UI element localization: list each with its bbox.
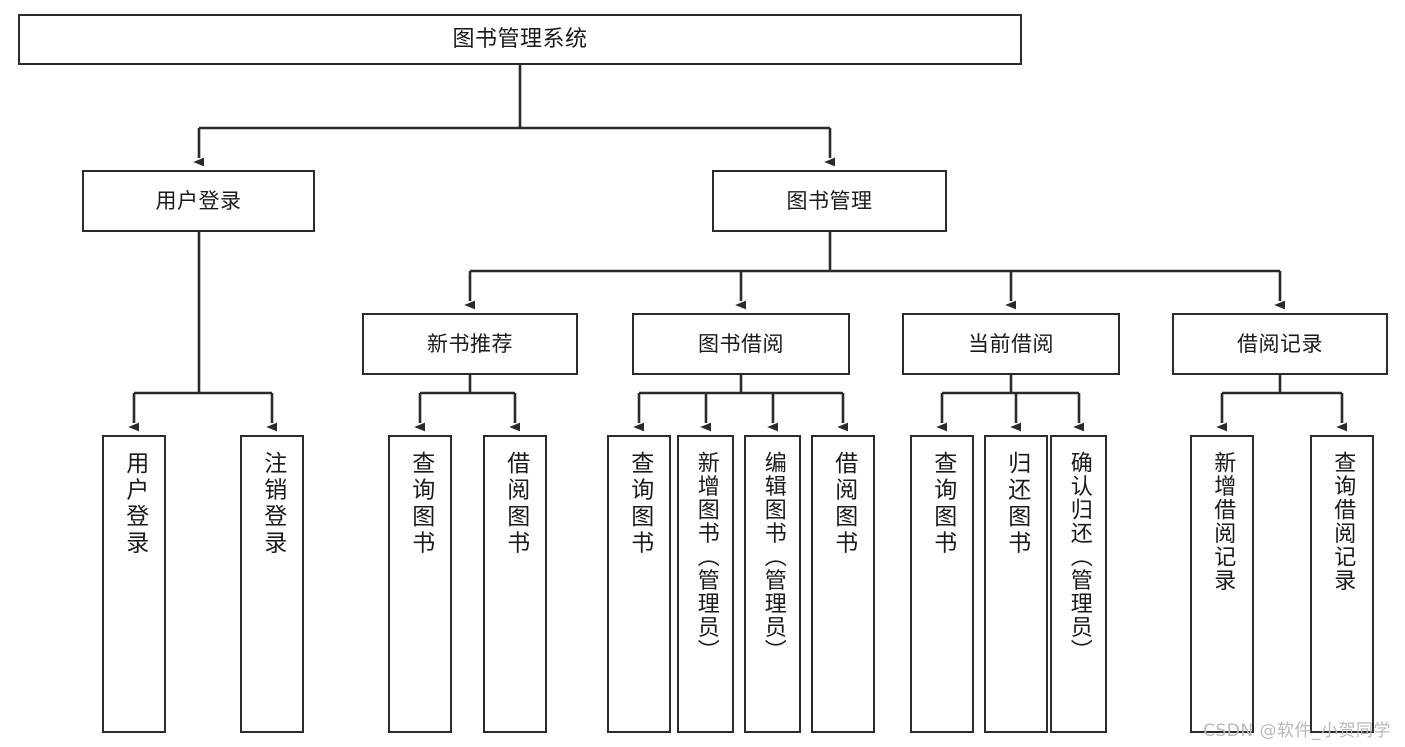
node-label: 查询图书: [929, 451, 956, 557]
node-leaf-logout[interactable]: 注销登录: [240, 435, 304, 733]
node-leaf-add-book[interactable]: 新增图书（管理员）: [677, 435, 734, 733]
node-label: 查询图书: [626, 451, 653, 557]
node-label: 图书借阅: [698, 331, 784, 356]
node-root[interactable]: 图书管理系统: [18, 14, 1022, 65]
csdn-watermark: CSDN @软件_小贺同学: [1203, 721, 1391, 741]
node-label: 归还图书: [1003, 451, 1030, 557]
node-current-borrow[interactable]: 当前借阅: [902, 313, 1120, 375]
node-borrow-record[interactable]: 借阅记录: [1172, 313, 1388, 375]
node-book-borrow[interactable]: 图书借阅: [632, 313, 850, 375]
node-label: 编辑图书（管理员）: [760, 451, 786, 663]
node-label: 用户登录: [121, 451, 148, 557]
node-label: 新书推荐: [427, 331, 513, 356]
node-book-manage[interactable]: 图书管理: [712, 170, 947, 232]
node-leaf-user-login[interactable]: 用户登录: [102, 435, 166, 733]
node-label: 新增图书（管理员）: [693, 451, 719, 663]
node-label: 查询图书: [407, 451, 434, 557]
node-label: 查询借阅记录: [1330, 451, 1356, 592]
node-leaf-return-book[interactable]: 归还图书: [984, 435, 1048, 733]
node-label: 当前借阅: [968, 331, 1054, 356]
node-leaf-add-record[interactable]: 新增借阅记录: [1190, 435, 1254, 733]
node-label: 借阅图书: [830, 451, 857, 557]
node-label: 图书管理系统: [452, 26, 588, 52]
node-leaf-confirm-return[interactable]: 确认归还（管理员）: [1050, 435, 1107, 733]
node-label: 注销登录: [259, 451, 286, 557]
node-leaf-edit-book[interactable]: 编辑图书（管理员）: [744, 435, 801, 733]
node-leaf-query-book-3[interactable]: 查询图书: [910, 435, 974, 733]
node-label: 借阅记录: [1237, 331, 1323, 356]
node-leaf-query-book-2[interactable]: 查询图书: [607, 435, 671, 733]
node-leaf-query-record[interactable]: 查询借阅记录: [1310, 435, 1374, 733]
node-label: 用户登录: [155, 188, 242, 213]
node-user-login[interactable]: 用户登录: [82, 170, 315, 232]
node-leaf-query-book-1[interactable]: 查询图书: [388, 435, 452, 733]
node-label: 图书管理: [786, 188, 873, 213]
node-leaf-borrow-book-2[interactable]: 借阅图书: [811, 435, 875, 733]
node-label: 借阅图书: [502, 451, 529, 557]
node-label: 新增借阅记录: [1210, 451, 1236, 592]
node-new-book-rec[interactable]: 新书推荐: [362, 313, 578, 375]
node-label: 确认归还（管理员）: [1066, 451, 1092, 663]
node-leaf-borrow-book-1[interactable]: 借阅图书: [483, 435, 547, 733]
